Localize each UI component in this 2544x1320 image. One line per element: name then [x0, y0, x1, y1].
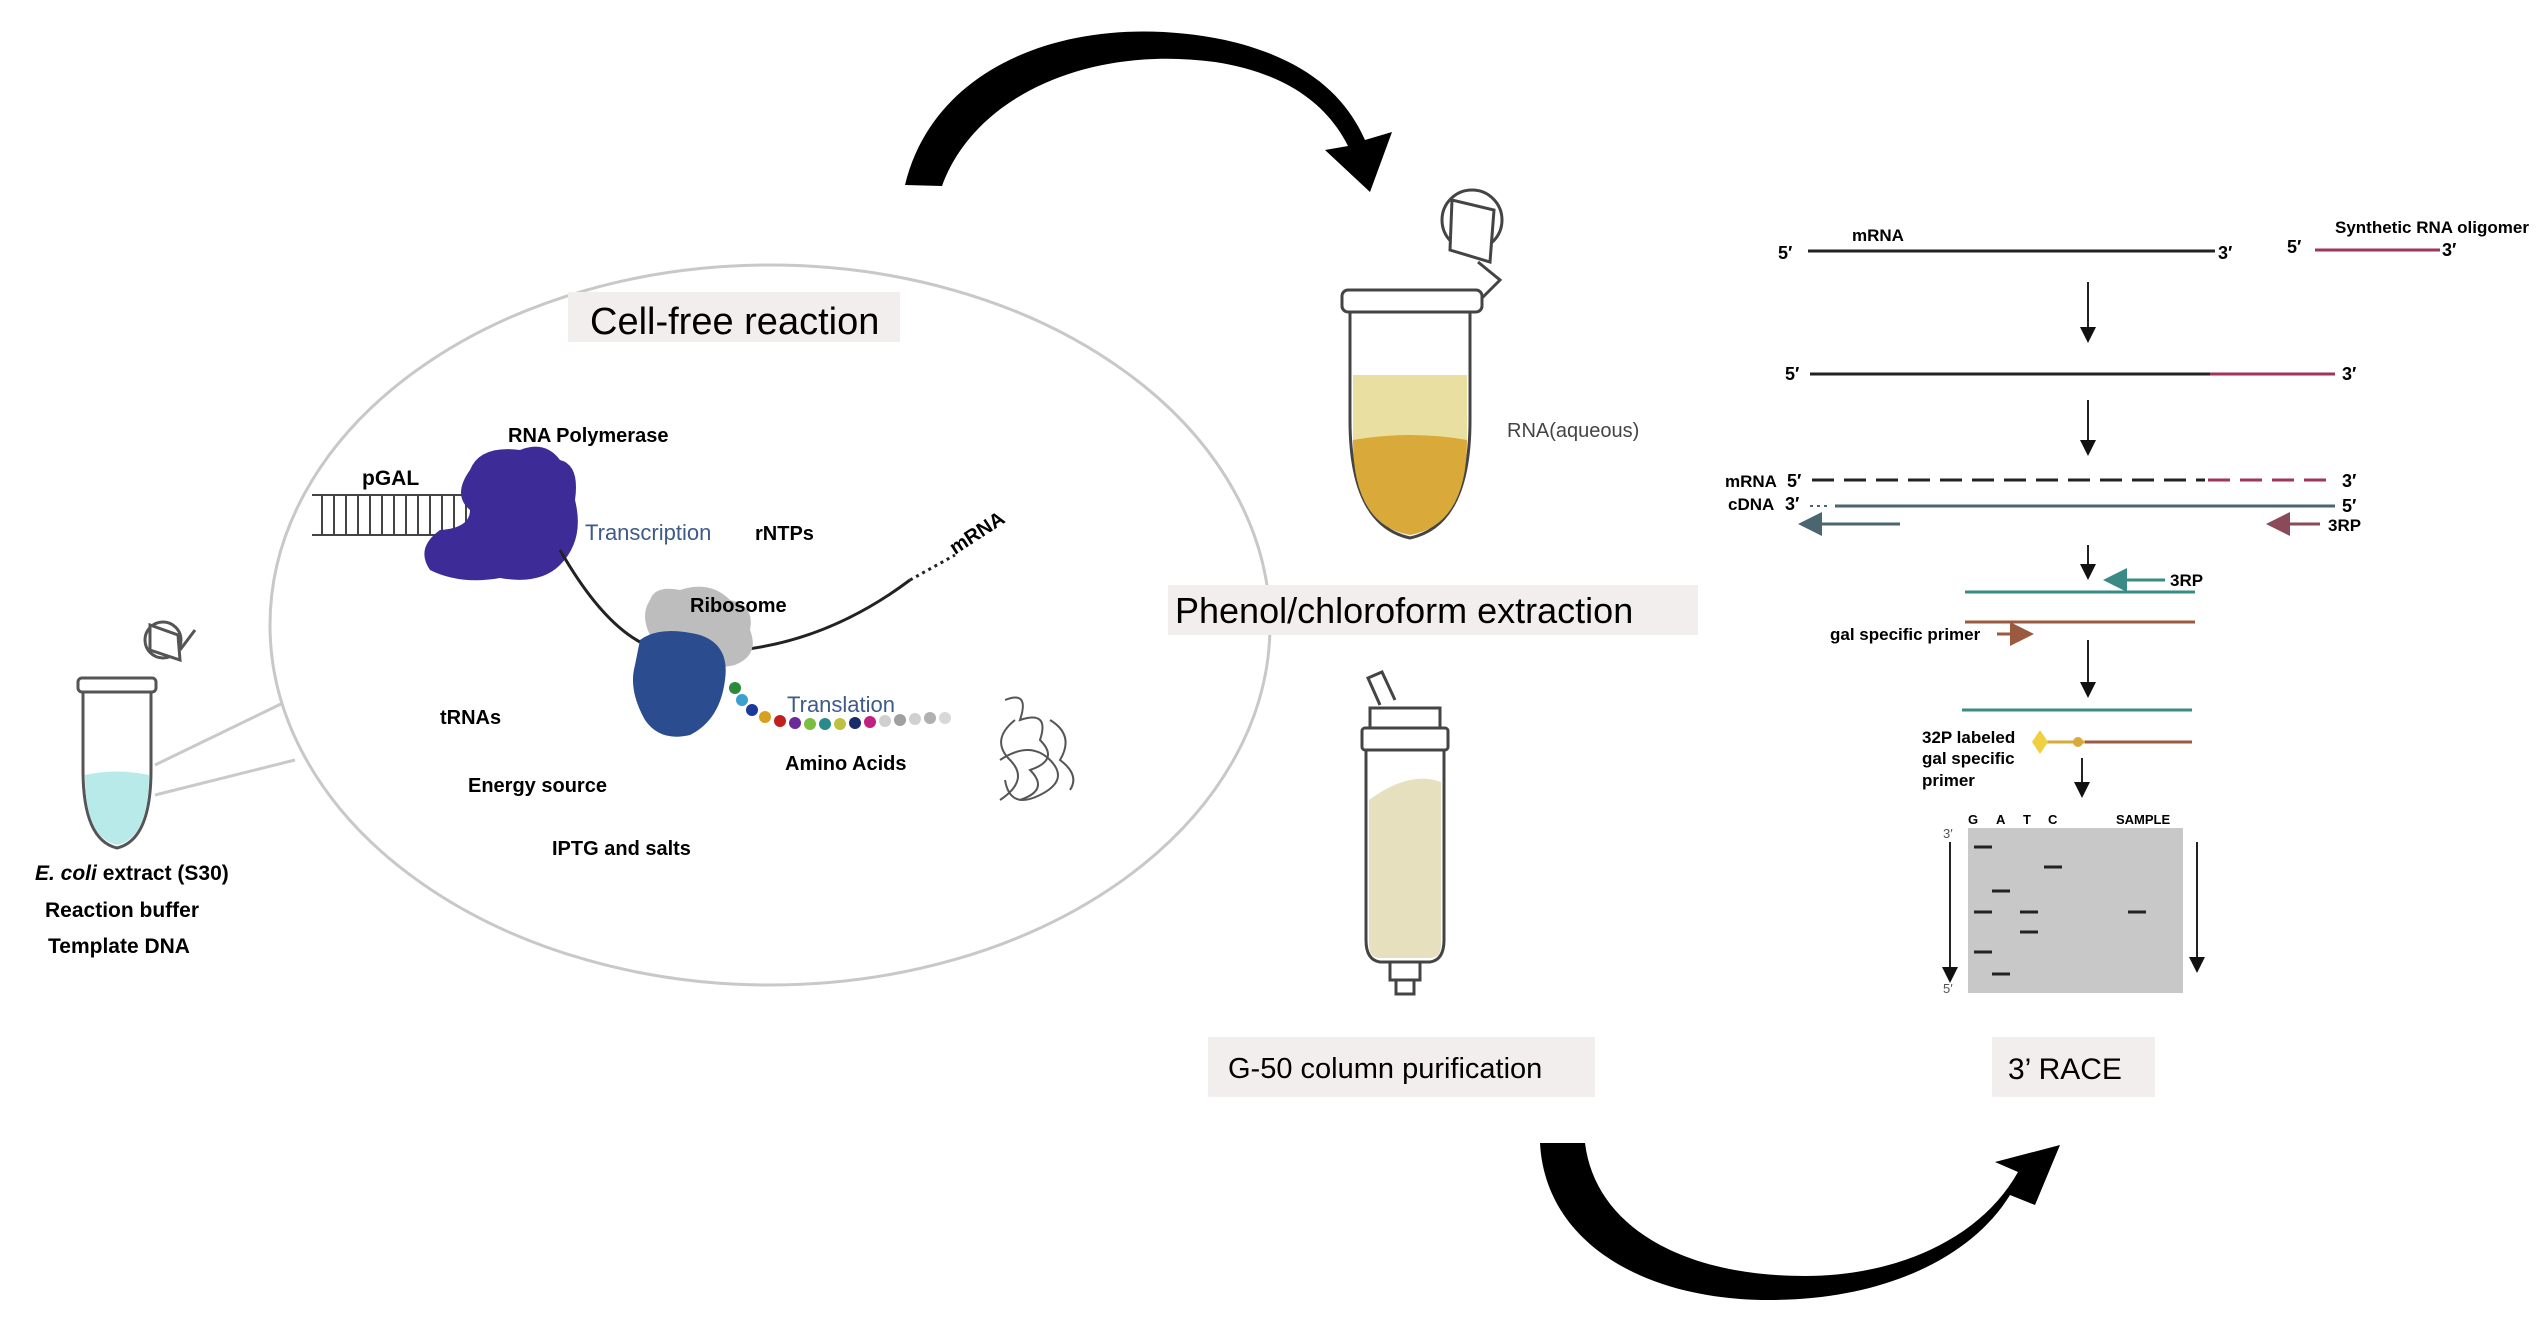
race-row2-3prime: 3′ — [2342, 364, 2356, 384]
left-reaction-tube — [76, 620, 197, 850]
race-row1-5prime: 5′ — [1778, 243, 1792, 263]
amino-acids-label: Amino Acids — [785, 753, 907, 775]
mrna-strand — [739, 578, 911, 652]
gal-specific-primer-label: gal specific primer — [1830, 625, 1981, 644]
sample-lane-label: SAMPLE — [2116, 812, 2171, 827]
g50-label-box — [1208, 1037, 1595, 1097]
rna-polymerase-label: RNA Polymerase — [508, 425, 668, 447]
translation-label: Translation — [787, 692, 895, 717]
race-oligo-5prime: 5′ — [2287, 237, 2301, 257]
labeled-line3: primer — [1922, 771, 1975, 790]
gel-5prime: 5′ — [1943, 981, 1953, 996]
lane-g: G — [1968, 812, 1978, 827]
middle-tube — [1340, 188, 1504, 540]
cell-free-title: Cell-free reaction — [590, 301, 879, 343]
lane-t: T — [2023, 812, 2031, 827]
race-cdna-3prime: 3′ — [1785, 494, 1799, 514]
race-cdna-5prime: 5′ — [2342, 496, 2356, 516]
phenol-label-box — [1168, 585, 1698, 635]
rna-aqueous-label: RNA(aqueous) — [1507, 420, 1639, 442]
top-curved-arrow — [905, 31, 1392, 192]
left-label-line2: Reaction buffer — [45, 899, 199, 922]
label-star — [2032, 730, 2048, 754]
g50-column — [1360, 670, 1450, 996]
dna-ladder — [312, 494, 475, 536]
trnas-label: tRNAs — [440, 707, 501, 729]
race-row1-3prime: 3′ — [2218, 243, 2232, 263]
race-3rp-label-1: 3RP — [2328, 516, 2361, 535]
race-row3-3prime: 3′ — [2342, 471, 2356, 491]
cell-free-title-box — [568, 292, 900, 342]
lane-a: A — [1996, 812, 2006, 827]
race-title-box — [1992, 1037, 2155, 1097]
gel-3prime: 3′ — [1943, 826, 1953, 841]
labeled-line2: gal specific — [1922, 749, 2015, 768]
aqueous-layer — [1353, 375, 1467, 440]
bottom-curved-arrow — [1540, 1143, 2060, 1300]
lane-c: C — [2048, 812, 2058, 827]
organic-layer — [1353, 435, 1467, 535]
race-row3-5prime: 5′ — [1787, 471, 1801, 491]
left-label-line3: Template DNA — [48, 935, 190, 958]
pgal-label: pGAL — [362, 467, 419, 490]
tube-liquid-blue — [85, 771, 149, 845]
ribosome-small-subunit — [632, 631, 726, 737]
race-cdna-label: cDNA — [1728, 495, 1774, 514]
cell-free-ellipse — [268, 263, 1272, 987]
rna-polymerase-shape — [424, 446, 578, 581]
sequencing-gel: G A T C SAMPLE 3′ 5′ — [1942, 812, 2205, 996]
energy-source-label: Energy source — [468, 775, 607, 797]
left-label-line1: E. coli extract (S30) — [35, 862, 229, 885]
labeled-line1: 32P labeled — [1922, 728, 2015, 747]
iptg-label: IPTG and salts — [552, 838, 691, 860]
g50-label: G-50 column purification — [1228, 1053, 1542, 1085]
race-title: 3’ RACE — [2008, 1053, 2122, 1086]
ribosome-label: Ribosome — [690, 595, 787, 617]
race-row3-mrna-label: mRNA — [1725, 472, 1777, 491]
transcription-label: Transcription — [585, 520, 711, 545]
race-row2-5prime: 5′ — [1785, 364, 1799, 384]
rntps-label: rNTPs — [755, 523, 814, 545]
amino-acid-chain — [729, 682, 951, 730]
tube-cap-ring — [143, 620, 183, 660]
gel-body — [1968, 828, 2183, 993]
synthetic-oligomer-label: Synthetic RNA oligomer — [2335, 218, 2529, 237]
transcript-strand — [558, 549, 641, 644]
zoom-cone-lines — [154, 700, 296, 797]
phenol-label: Phenol/chloroform extraction — [1175, 590, 1633, 631]
race-mrna-label: mRNA — [1852, 226, 1904, 245]
folded-protein — [999, 696, 1075, 801]
race-3rp-label-2: 3RP — [2170, 571, 2203, 590]
race-oligo-3prime: 3′ — [2442, 240, 2456, 260]
